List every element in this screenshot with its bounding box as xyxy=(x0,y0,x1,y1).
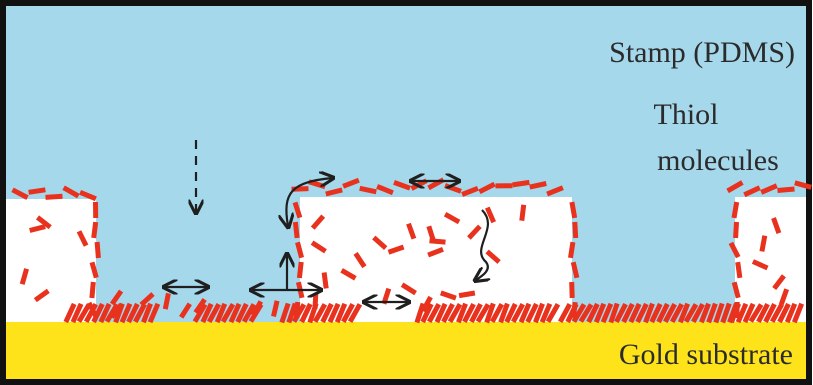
thiol-molecule xyxy=(736,222,737,238)
thiol-label-line1: Thiol xyxy=(654,98,719,131)
thiol-molecule xyxy=(573,302,575,318)
thiol-molecule xyxy=(29,190,46,193)
thiol-molecule xyxy=(572,202,575,218)
thiol-molecule xyxy=(513,182,530,185)
stamp-recess-middle xyxy=(300,197,572,322)
thiol-molecule xyxy=(92,282,93,298)
thiol-molecule xyxy=(94,222,96,238)
thiol-molecule xyxy=(97,242,98,258)
thiol-molecule xyxy=(459,293,475,296)
thiol-molecule xyxy=(274,301,278,317)
thiol-label-line2: molecules xyxy=(657,144,779,177)
stamp-recess-right xyxy=(735,197,806,322)
thiol-molecule xyxy=(315,293,316,309)
thiol-molecule xyxy=(778,189,795,191)
thiol-molecule xyxy=(360,188,377,192)
thiol-molecule xyxy=(571,242,573,258)
thiol-molecule xyxy=(324,273,326,289)
substrate-label: Gold substrate xyxy=(619,338,793,371)
stamp-label: Stamp (PDMS) xyxy=(609,36,795,69)
thiol-molecule xyxy=(299,262,301,278)
thiol-molecule xyxy=(430,241,446,242)
thiol-molecule xyxy=(296,302,298,318)
thiol-molecule xyxy=(295,222,297,238)
thiol-molecule xyxy=(522,205,524,221)
thiol-molecule xyxy=(46,196,63,197)
thiol-molecule xyxy=(530,184,547,188)
thiol-molecule xyxy=(738,262,740,278)
thiol-molecule xyxy=(575,222,576,238)
thiol-molecule xyxy=(734,202,737,218)
stamp-recess-left xyxy=(6,199,96,322)
thiol-molecule xyxy=(165,293,168,309)
thiol-molecule xyxy=(762,236,765,252)
thiol-molecule xyxy=(572,282,573,298)
